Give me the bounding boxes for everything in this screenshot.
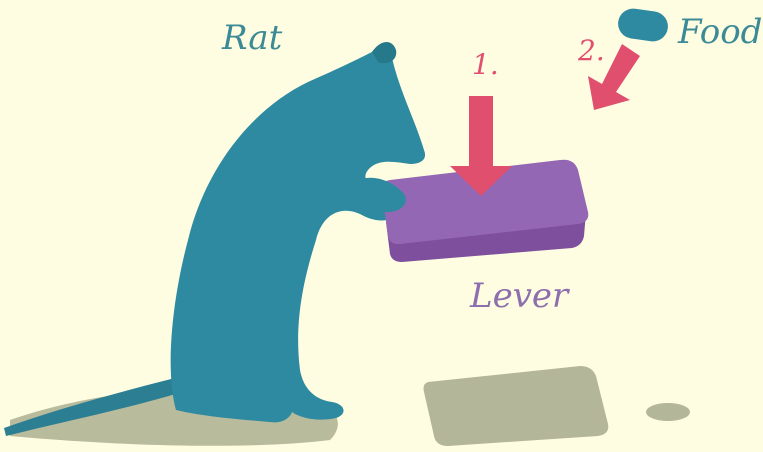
rat-figure [4,42,425,436]
food-pellet [616,7,670,44]
food-label: Food [678,12,762,52]
food-shadow [646,403,690,421]
lever-label: Lever [470,276,568,316]
rat-label: Rat [222,18,282,58]
step-1-label: 1. [472,48,499,81]
rat-body [171,44,425,422]
step-2-label: 2. [578,34,605,67]
lever-shadow [424,366,609,446]
